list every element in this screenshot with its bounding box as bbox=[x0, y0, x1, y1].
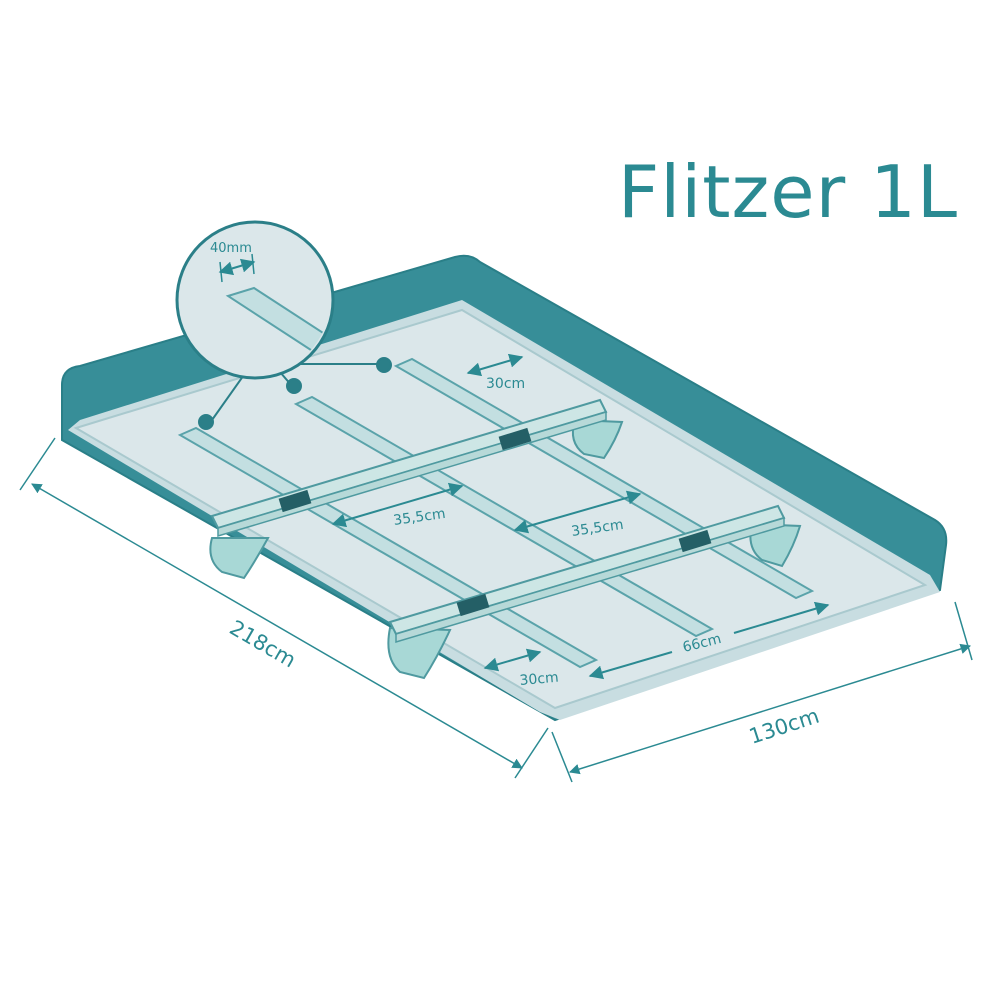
length-label: 218cm bbox=[226, 616, 300, 673]
gap-top-label: 30cm bbox=[486, 376, 525, 392]
length-extension-2 bbox=[514, 727, 549, 779]
overall-dimensions bbox=[19, 437, 973, 783]
bar-span-arrow-2 bbox=[733, 601, 830, 634]
length-extension-1 bbox=[19, 437, 56, 491]
leader-line-left bbox=[211, 371, 247, 421]
width-arrow bbox=[568, 643, 972, 775]
page-title: Flitzer 1L bbox=[617, 150, 958, 234]
gap-bottom-label: 30cm bbox=[519, 670, 559, 689]
spacing-right-arrow bbox=[513, 490, 642, 534]
crossbar-rear-foot-left bbox=[209, 537, 270, 580]
spacing-left-label: 35,5cm bbox=[392, 506, 446, 529]
crossbar-front-clamp-right bbox=[678, 529, 712, 553]
crossbar-rear-clamp-right bbox=[498, 427, 532, 451]
width-extension-1 bbox=[551, 731, 573, 783]
leader-dot-left bbox=[198, 414, 214, 430]
gap-top-arrow bbox=[466, 353, 524, 377]
slot-width-arrow bbox=[218, 258, 256, 276]
slot-width-tick-right bbox=[251, 253, 255, 275]
width-label: 130cm bbox=[746, 704, 822, 749]
leader-dot-right bbox=[376, 357, 392, 373]
length-arrow bbox=[31, 483, 523, 769]
crossbar-rear-foot-right bbox=[571, 418, 624, 460]
width-extension-2 bbox=[954, 601, 973, 661]
crossbar-front-foot-right bbox=[749, 522, 802, 568]
slot-width-label: 40mm bbox=[210, 241, 252, 256]
leader-dot-middle bbox=[286, 378, 302, 394]
magnifier-slot bbox=[225, 286, 330, 354]
spacing-right-label: 35,5cm bbox=[570, 517, 624, 540]
slot-width-tick-left bbox=[219, 261, 223, 283]
slot-magnifier bbox=[175, 220, 335, 380]
